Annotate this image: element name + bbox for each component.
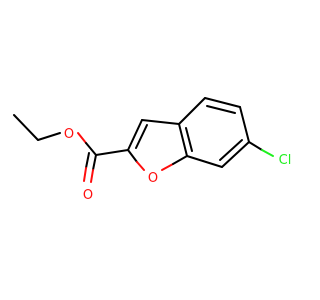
bond-co-double-2-black [85, 152, 90, 169]
bond-c5-c6 [239, 106, 250, 143]
bond-c2-o-black [127, 149, 138, 163]
bond-co-double-2-red [83, 167, 87, 182]
bond-c4-c5-inner [206, 105, 236, 114]
bond-c6-c7-outer [221, 141, 250, 168]
ester-oxygen-label: O [64, 127, 74, 142]
molecule-diagram: O O O Cl [0, 0, 300, 300]
bond-co-double-1-black [92, 154, 97, 171]
bond-c4-c5-outer [204, 97, 241, 108]
atom-labels: O O O Cl [64, 127, 291, 203]
bond-c6-cl-green [261, 149, 274, 157]
bond-c3-c3a [141, 119, 180, 125]
bond-co-double-1-red [90, 169, 94, 183]
bond-c6-cl-black [248, 141, 263, 151]
ring-oxygen-label: O [148, 171, 158, 186]
bond-c2-o-red [136, 161, 145, 171]
bond-c2-c3-outer [127, 119, 143, 151]
bond-c2-c3-inner [135, 124, 148, 149]
bond-c3a-c7a-inner [185, 127, 193, 152]
background [0, 0, 300, 300]
bond-o-carbonyl-black [85, 142, 97, 156]
bond-carbonyl-c2 [95, 149, 129, 156]
bond-c7-c7a [186, 155, 223, 168]
bond-ch3-ch2 [13, 114, 39, 141]
bond-ch2-o [37, 132, 61, 141]
bond-o-c7a-red [161, 163, 174, 171]
carbonyl-oxygen-label: O [83, 188, 93, 203]
chlorine-label: Cl [279, 153, 292, 168]
bonds [13, 97, 274, 183]
bond-c3a-c7a [178, 123, 188, 157]
bond-o-c7a-black [172, 155, 188, 165]
bond-c3a-c4 [178, 97, 206, 125]
bond-c6-c7-inner [219, 139, 243, 161]
bond-o-carbonyl-red [77, 132, 87, 144]
